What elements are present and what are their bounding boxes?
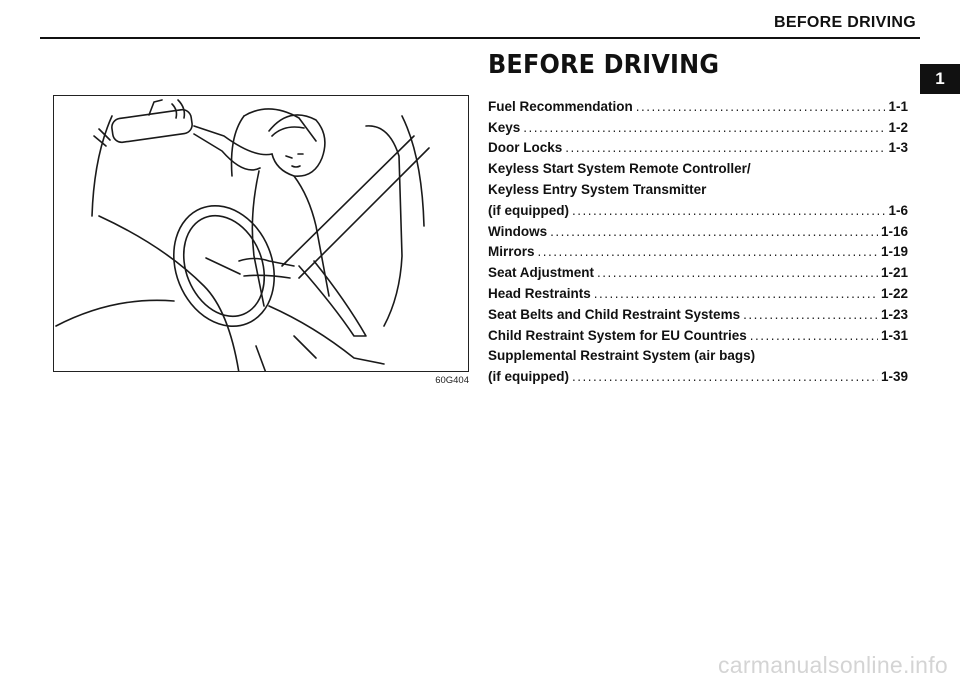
toc-entry-page: 1-21: [880, 265, 908, 281]
toc-entry[interactable]: Windows 1-16: [488, 218, 908, 239]
toc-entry[interactable]: Head Restraints 1-22: [488, 280, 908, 301]
toc-entry-title: Head Restraints: [488, 285, 591, 301]
running-header: BEFORE DRIVING: [774, 14, 916, 31]
toc-entry-title: Child Restraint System for EU Countries: [488, 327, 747, 343]
toc-entry-title: Keys: [488, 119, 521, 135]
toc-entry-page: 1-1: [888, 98, 908, 114]
toc-dot-leader: [750, 328, 878, 343]
toc-entry[interactable]: Door Locks 1-3: [488, 135, 908, 156]
toc-dot-leader: [597, 265, 878, 280]
illustration-frame: [53, 95, 469, 372]
figure-code: 60G404: [435, 375, 469, 386]
toc-dot-leader: [636, 99, 886, 114]
toc-entry-page: 1-23: [880, 306, 908, 322]
toc-dot-leader: [550, 224, 878, 239]
toc-entry[interactable]: Mirrors 1-19: [488, 239, 908, 260]
toc-entry-title: Seat Belts and Child Restraint Systems: [488, 306, 741, 322]
toc-entry[interactable]: Keyless Start System Remote Controller/: [488, 155, 908, 176]
toc-entry[interactable]: Seat Adjustment 1-21: [488, 259, 908, 280]
toc-entry[interactable]: Child Restraint System for EU Countries 1…: [488, 322, 908, 343]
toc-entry-title: (if equipped): [488, 369, 569, 385]
toc-entry-page: 1-31: [880, 327, 908, 343]
toc-entry[interactable]: Supplemental Restraint System (air bags): [488, 343, 908, 364]
driver-adjusting-mirror-illustration: [55, 99, 430, 371]
toc-entry[interactable]: Keyless Entry System Transmitter: [488, 176, 908, 197]
toc-entry-page: 1-6: [888, 202, 908, 218]
header-rule: [40, 37, 920, 39]
toc-dot-leader: [523, 120, 885, 135]
toc-entry-title: Mirrors: [488, 244, 535, 260]
toc-entry[interactable]: Keys 1-2: [488, 114, 908, 135]
toc-entry-title: Fuel Recommendation: [488, 98, 633, 114]
chapter-tab[interactable]: 1: [920, 64, 960, 94]
toc-dot-leader: [538, 244, 878, 259]
toc-entry-title: Door Locks: [488, 140, 563, 156]
toc-entry-page: 1-39: [880, 369, 908, 385]
toc-entry-page: 1-16: [880, 223, 908, 239]
toc-entry-page: 1-19: [880, 244, 908, 260]
toc-entry-title: Keyless Start System Remote Controller/: [488, 161, 751, 177]
toc-entry-title: Seat Adjustment: [488, 265, 595, 281]
toc-dot-leader: [565, 140, 885, 155]
toc-entry[interactable]: Fuel Recommendation 1-1: [488, 93, 908, 114]
toc-entry[interactable]: (if equipped) 1-6: [488, 197, 908, 218]
toc-dot-leader: [594, 286, 878, 301]
toc-entry[interactable]: Seat Belts and Child Restraint Systems 1-…: [488, 301, 908, 322]
toc-entry-page: 1-3: [888, 140, 908, 156]
toc-entry-page: 1-2: [888, 119, 908, 135]
toc-entry-page: 1-22: [880, 285, 908, 301]
toc-dot-leader: [572, 369, 878, 384]
toc-entry-title: (if equipped): [488, 202, 569, 218]
watermark: carmanualsonline.info: [717, 652, 948, 678]
toc-entry-title: Supplemental Restraint System (air bags): [488, 348, 756, 364]
toc-entry-title: Windows: [488, 223, 548, 239]
toc-dot-leader: [572, 203, 885, 218]
toc-dot-leader: [743, 307, 878, 322]
toc-entry-title: Keyless Entry System Transmitter: [488, 181, 707, 197]
section-title: BEFORE DRIVING: [488, 50, 720, 80]
toc-entry[interactable]: (if equipped) 1-39: [488, 363, 908, 384]
